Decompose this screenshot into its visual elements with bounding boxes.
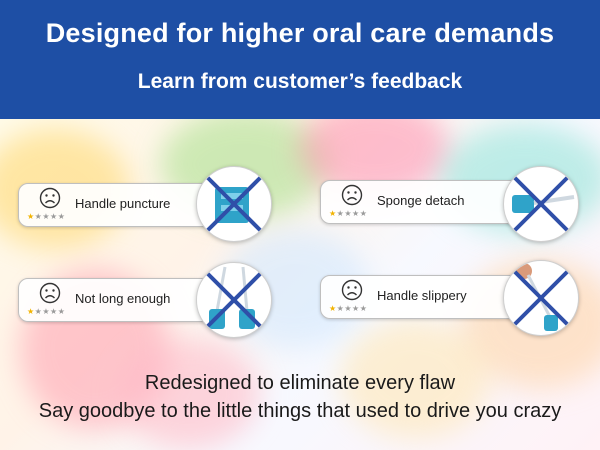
complaint-label: Handle slippery xyxy=(377,288,467,303)
footer-line-1: Redesigned to eliminate every flaw xyxy=(144,372,456,394)
sad-face-icon xyxy=(39,187,61,209)
complaint-card-handle-slippery: ★★★★★ Handle slippery xyxy=(320,275,530,319)
complaint-card-handle-puncture: ★★★★★ Handle puncture xyxy=(18,183,228,227)
sad-face-icon xyxy=(341,184,363,206)
star-rating: ★★★★★ xyxy=(27,212,66,221)
complaint-label: Sponge detach xyxy=(377,193,465,208)
photo-not-long-enough xyxy=(196,262,272,338)
header-banner: Designed for higher oral care demands Le… xyxy=(0,0,600,119)
photo-sponge-detach xyxy=(503,166,579,242)
headline: Designed for higher oral care demands xyxy=(45,18,555,48)
star-rating: ★★★★★ xyxy=(329,209,368,218)
photo-handle-puncture xyxy=(196,166,272,242)
sad-face-icon xyxy=(39,282,61,304)
complaint-label: Not long enough xyxy=(75,291,171,306)
photo-handle-slippery xyxy=(503,260,579,336)
star-rating: ★★★★★ xyxy=(329,304,368,313)
footer-line-2: Say goodbye to the little things that us… xyxy=(38,400,562,422)
complaint-card-not-long-enough: ★★★★★ Not long enough xyxy=(18,278,228,322)
complaint-label: Handle puncture xyxy=(75,196,171,211)
complaint-card-sponge-detach: ★★★★★ Sponge detach xyxy=(320,180,530,224)
star-rating: ★★★★★ xyxy=(27,307,66,316)
sad-face-icon xyxy=(341,279,363,301)
subheadline: Learn from customer’s feedback xyxy=(137,70,463,93)
